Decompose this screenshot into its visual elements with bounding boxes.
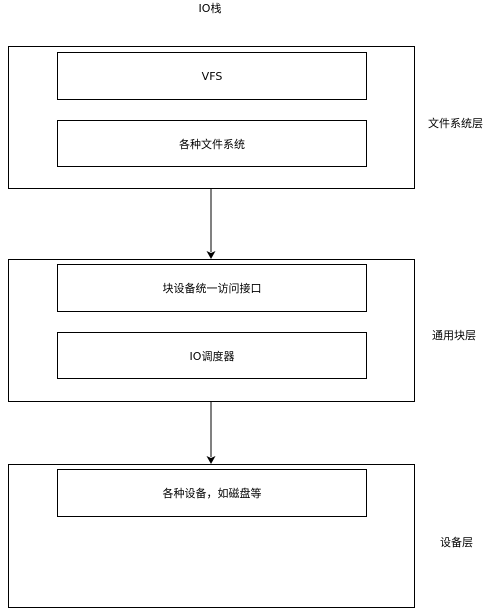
diagram-title: IO栈 — [198, 2, 222, 15]
io-scheduler-box: IO调度器 — [57, 332, 367, 379]
filesystems-box: 各种文件系统 — [57, 120, 367, 167]
block-interface-box: 块设备统一访问接口 — [57, 264, 367, 312]
block-layer-label: 通用块层 — [432, 329, 476, 342]
devices-box: 各种设备，如磁盘等 — [57, 469, 367, 517]
vfs-box: VFS — [57, 52, 367, 100]
device-layer-label: 设备层 — [440, 536, 473, 549]
filesystem-layer-label: 文件系统层 — [428, 117, 483, 130]
arrow-filesystem-to-block — [206, 189, 216, 259]
arrow-block-to-device — [206, 402, 216, 464]
